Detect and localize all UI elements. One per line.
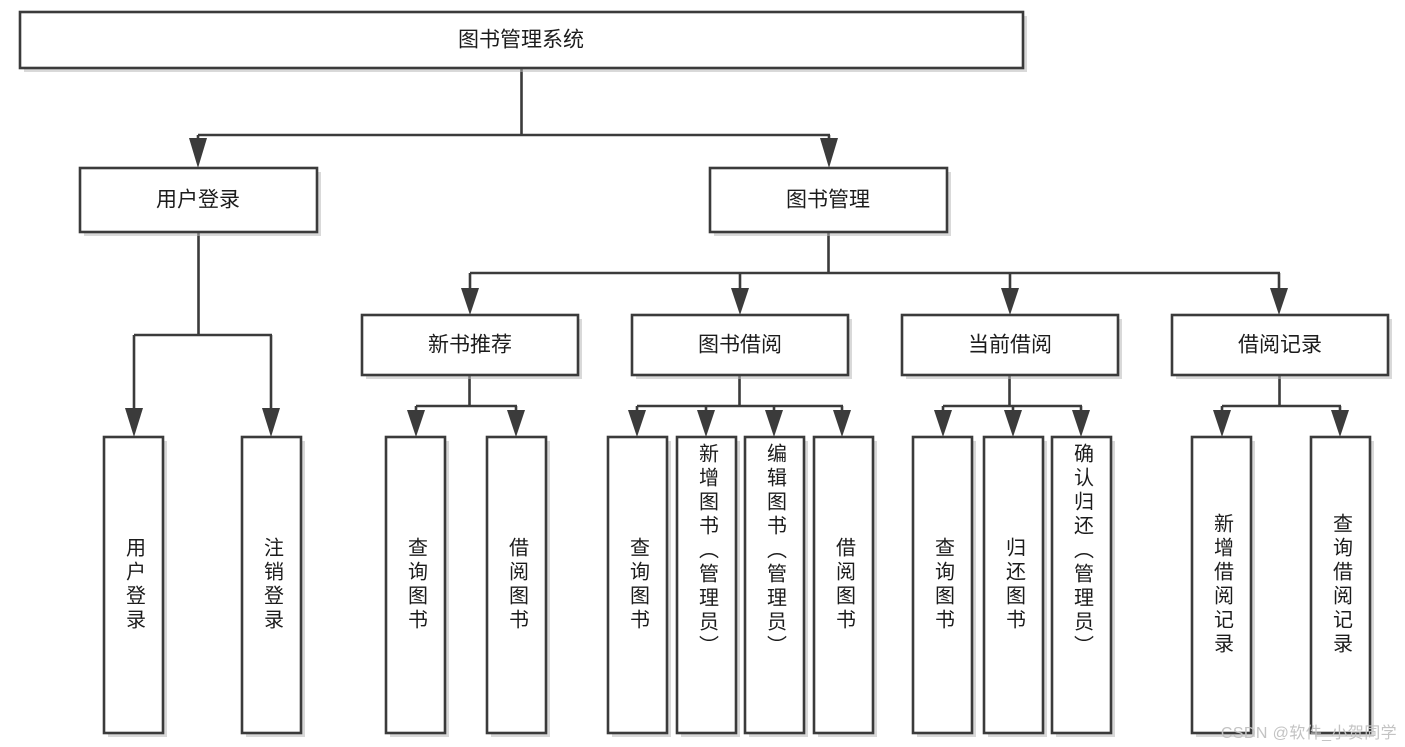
current-borrow-label: 当前借阅	[968, 334, 1052, 357]
arrow-to-book-borrow	[731, 288, 749, 315]
arrow-to-current-borrow	[1001, 288, 1019, 315]
arrow-to-leaf-borrow-book-rec	[507, 410, 525, 437]
book-borrow-rect	[630, 313, 850, 377]
arrow-to-user-login	[189, 138, 207, 168]
leaf-nodes: 用户登录 注销登录 查询图书	[102, 435, 1374, 737]
leaf-query-record-label: 查询借阅记录	[1329, 513, 1352, 657]
arrow-to-leaf-query-book-borrow	[628, 410, 646, 437]
book-borrow-label: 图书借阅	[698, 334, 782, 357]
leaf-query-book-borrow-rect	[606, 435, 669, 735]
node-user-login[interactable]: 用户登录	[78, 166, 321, 236]
leaf-return-book-label: 归还图书	[1002, 537, 1025, 633]
arrow-to-leaf-add-record	[1213, 410, 1231, 437]
leaf-add-book-label: 新增图书（管理员）	[695, 443, 718, 659]
node-leaf-query-record[interactable]: 查询借阅记录	[1309, 435, 1374, 737]
node-leaf-user-login[interactable]: 用户登录	[102, 435, 167, 737]
node-book-borrow[interactable]: 图书借阅	[630, 313, 852, 379]
arrow-to-leaf-borrow-book	[833, 410, 851, 437]
current-borrow-rect	[900, 313, 1120, 377]
leaf-add-record-rect	[1190, 435, 1253, 735]
node-leaf-edit-book[interactable]: 编辑图书（管理员）	[743, 435, 808, 737]
arrow-to-leaf-user-login	[125, 408, 143, 437]
arrow-to-leaf-confirm-return	[1072, 410, 1090, 437]
book-manage-rect	[708, 166, 949, 234]
leaf-query-book-rec-label: 查询图书	[404, 537, 427, 633]
node-current-borrow[interactable]: 当前借阅	[900, 313, 1122, 379]
arrow-to-borrow-record	[1270, 288, 1288, 315]
arrow-to-leaf-logout	[262, 408, 280, 437]
leaf-borrow-book-rect	[812, 435, 875, 735]
node-leaf-query-book-cur[interactable]: 查询图书	[911, 435, 976, 737]
leaf-query-record-rect	[1309, 435, 1372, 735]
new-book-rec-rect	[360, 313, 580, 377]
leaf-user-login-label: 用户登录	[122, 537, 145, 633]
arrow-to-book-manage	[820, 138, 838, 168]
csdn-watermark: CSDN @软件_小贺同学	[1220, 725, 1397, 742]
new-book-rec-label: 新书推荐	[428, 334, 512, 357]
node-leaf-confirm-return[interactable]: 确认归还（管理员）	[1050, 435, 1115, 737]
leaf-query-book-borrow-label: 查询图书	[626, 537, 649, 633]
arrow-to-leaf-query-record	[1331, 410, 1349, 437]
node-leaf-add-record[interactable]: 新增借阅记录	[1190, 435, 1255, 737]
leaf-borrow-book-rec-rect	[485, 435, 548, 735]
node-leaf-query-book-rec[interactable]: 查询图书	[384, 435, 449, 737]
arrow-to-leaf-return-book	[1004, 410, 1022, 437]
node-leaf-logout[interactable]: 注销登录	[240, 435, 305, 737]
leaf-logout-label: 注销登录	[260, 537, 283, 633]
node-root[interactable]: 图书管理系统	[18, 10, 1027, 72]
node-leaf-borrow-book-rec[interactable]: 借阅图书	[485, 435, 550, 737]
node-borrow-record[interactable]: 借阅记录	[1170, 313, 1392, 379]
leaf-user-login-rect	[102, 435, 165, 735]
arrow-to-leaf-query-book-cur	[934, 410, 952, 437]
node-leaf-borrow-book[interactable]: 借阅图书	[812, 435, 877, 737]
arrow-to-leaf-query-book-rec	[407, 410, 425, 437]
leaf-borrow-book-label: 借阅图书	[832, 537, 855, 633]
node-book-manage[interactable]: 图书管理	[708, 166, 951, 236]
arrow-to-leaf-add-book	[697, 410, 715, 437]
root-label: 图书管理系统	[458, 29, 584, 52]
borrow-record-rect	[1170, 313, 1390, 377]
leaf-logout-rect	[240, 435, 303, 735]
node-leaf-query-book-borrow[interactable]: 查询图书	[606, 435, 671, 737]
user-login-label: 用户登录	[156, 189, 240, 212]
connectors	[125, 68, 1349, 437]
leaf-confirm-return-rect	[1050, 435, 1113, 735]
leaf-borrow-book-rec-label: 借阅图书	[505, 537, 528, 633]
leaf-edit-book-label: 编辑图书（管理员）	[763, 443, 786, 659]
node-new-book-rec[interactable]: 新书推荐	[360, 313, 582, 379]
root-rect	[18, 10, 1025, 70]
leaf-query-book-rec-rect	[384, 435, 447, 735]
leaf-add-record-label: 新增借阅记录	[1210, 513, 1233, 657]
leaf-return-book-rect	[982, 435, 1045, 735]
leaf-add-book-rect	[675, 435, 738, 735]
borrow-record-label: 借阅记录	[1238, 334, 1322, 357]
leaf-query-book-cur-label: 查询图书	[931, 537, 954, 633]
arrow-to-leaf-edit-book	[765, 410, 783, 437]
book-manage-label: 图书管理	[786, 189, 870, 212]
node-leaf-add-book[interactable]: 新增图书（管理员）	[675, 435, 740, 737]
leaf-edit-book-rect	[743, 435, 806, 735]
leaf-confirm-return-label: 确认归还（管理员）	[1070, 443, 1093, 659]
leaf-query-book-cur-rect	[911, 435, 974, 735]
user-login-rect	[78, 166, 319, 234]
node-leaf-return-book[interactable]: 归还图书	[982, 435, 1047, 737]
arrow-to-new-book-rec	[461, 288, 479, 315]
